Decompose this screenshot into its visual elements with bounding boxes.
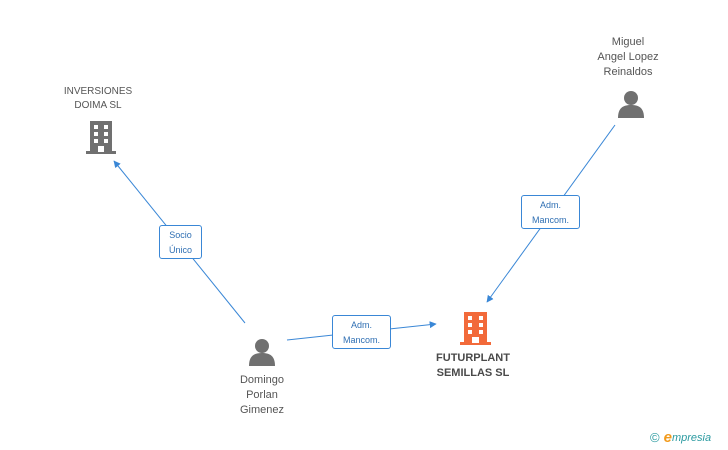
node-label-inversiones[interactable]: INVERSIONES DOIMA SL	[63, 86, 133, 111]
edge-label-socio-unico[interactable]: Socio Único	[159, 225, 202, 259]
node-label-futurplant[interactable]: FUTURPLANT SEMILLAS SL	[436, 352, 510, 379]
node-label-miguel[interactable]: Miguel Angel Lopez Reinaldos	[597, 36, 659, 78]
building-icon[interactable]	[86, 121, 116, 154]
person-icon[interactable]	[618, 91, 644, 118]
edge-label-adm-mancom[interactable]: Adm. Mancom.	[332, 315, 391, 349]
copyright-symbol: ©	[650, 430, 660, 445]
empresia-logo: © e mpresia	[650, 429, 711, 446]
brand-e: e	[663, 429, 672, 446]
node-label-domingo[interactable]: Domingo Porlan Gimenez	[239, 374, 285, 416]
edge-label-adm-mancom[interactable]: Adm. Mancom.	[521, 195, 580, 229]
person-icon[interactable]	[249, 339, 275, 366]
brand-rest: mpresia	[671, 431, 712, 444]
building-icon[interactable]	[460, 312, 491, 345]
